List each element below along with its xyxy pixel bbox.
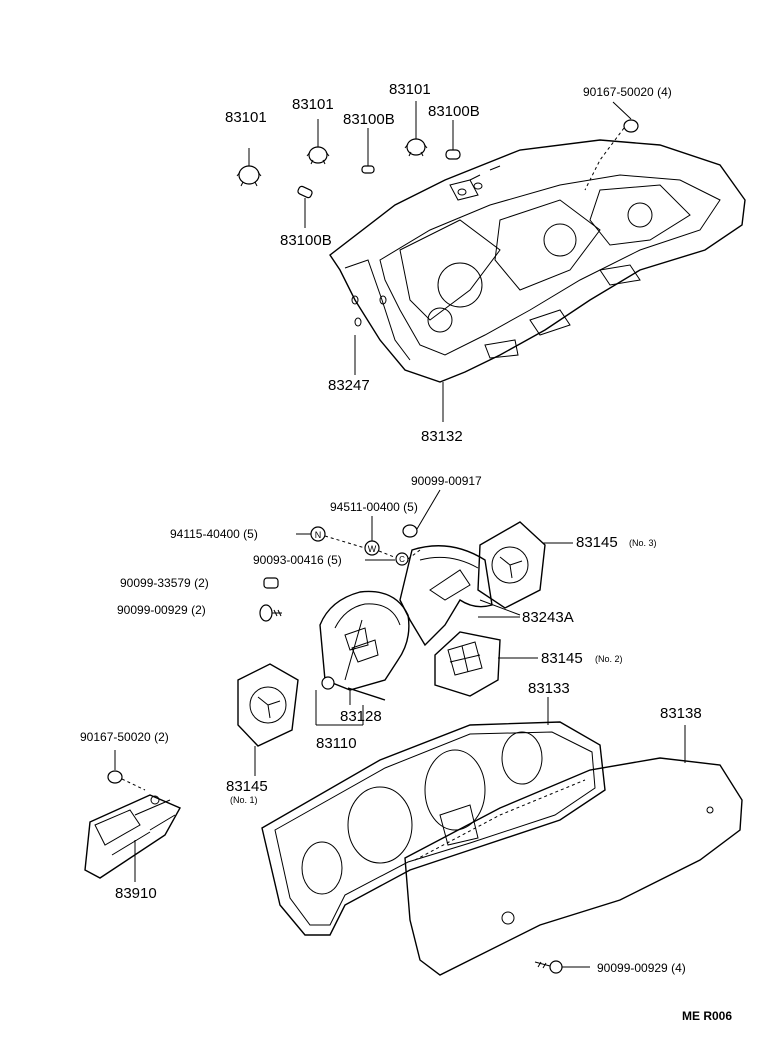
socket-83101-mid (306, 119, 330, 165)
module-83910 (84, 750, 181, 882)
label-90099-00917: 90099-00917 (411, 474, 482, 488)
label-90099-00929-2: 90099-00929 (2) (117, 603, 206, 617)
c-marker-icon: C (365, 549, 421, 566)
socket-83101-left (236, 148, 262, 187)
spacer-90099-33579 (263, 577, 279, 589)
label-83101-right: 83101 (389, 81, 431, 98)
speedometer-83110 (315, 590, 410, 726)
label-83145-no1: 83145 (226, 778, 268, 795)
svg-text:C: C (399, 555, 405, 564)
label-83145-no2: 83145 (541, 650, 583, 667)
label-83128: 83128 (340, 708, 382, 725)
label-94115-40400: 94115-40400 (5) (170, 527, 258, 541)
bulb-83100b-c (297, 185, 313, 228)
label-83145-no3: 83145 (576, 534, 618, 551)
label-83145-no2-sub: (No. 2) (595, 654, 623, 664)
label-83910: 83910 (115, 885, 157, 902)
label-90093-00416: 90093-00416 (5) (253, 553, 342, 567)
boot-83145-no2 (434, 631, 538, 697)
label-83247: 83247 (328, 377, 370, 394)
label-83100b-c: 83100B (280, 232, 332, 249)
label-94511-00400: 94511-00400 (5) (330, 500, 418, 514)
bulb-83100b-a (361, 128, 375, 174)
socket-83101-right (404, 101, 428, 157)
label-83100b-b: 83100B (428, 103, 480, 120)
w-marker-icon: W (364, 516, 395, 558)
label-83243a: 83243A (522, 609, 574, 626)
label-83133: 83133 (528, 680, 570, 697)
footer-code: ME R006 (682, 1009, 733, 1023)
label-90099-33579: 90099-33579 (2) (120, 576, 209, 590)
boot-83145-no3 (477, 521, 573, 609)
label-83132: 83132 (421, 428, 463, 445)
cluster-case-83132 (329, 139, 746, 422)
svg-text:W: W (368, 544, 377, 554)
label-90167-50020-4: 90167-50020 (4) (583, 85, 672, 99)
bulb-83100b-b (445, 120, 461, 160)
n-marker-icon: N (296, 526, 366, 549)
label-83145-no1-sub: (No. 1) (230, 795, 258, 805)
label-83101-left: 83101 (225, 109, 267, 126)
cluster-face-83133 (261, 712, 606, 936)
label-90099-00929-4: 90099-00929 (4) (597, 961, 686, 975)
screw-90099-00929-left (259, 604, 282, 622)
label-83101-mid: 83101 (292, 96, 334, 113)
label-83138: 83138 (660, 705, 702, 722)
label-83110: 83110 (316, 735, 357, 752)
nut-90099-00917 (402, 489, 441, 538)
gauge-panel-83243a (399, 545, 521, 647)
svg-text:N: N (315, 530, 322, 540)
label-83100b-a: 83100B (343, 111, 395, 128)
label-90167-50020-2: 90167-50020 (2) (80, 730, 169, 744)
boot-83145-no1 (237, 663, 299, 776)
screw-90099-00929-bottom (534, 960, 590, 974)
label-83145-no3-sub: (No. 3) (629, 538, 657, 548)
clear-cover-83138 (404, 725, 743, 976)
